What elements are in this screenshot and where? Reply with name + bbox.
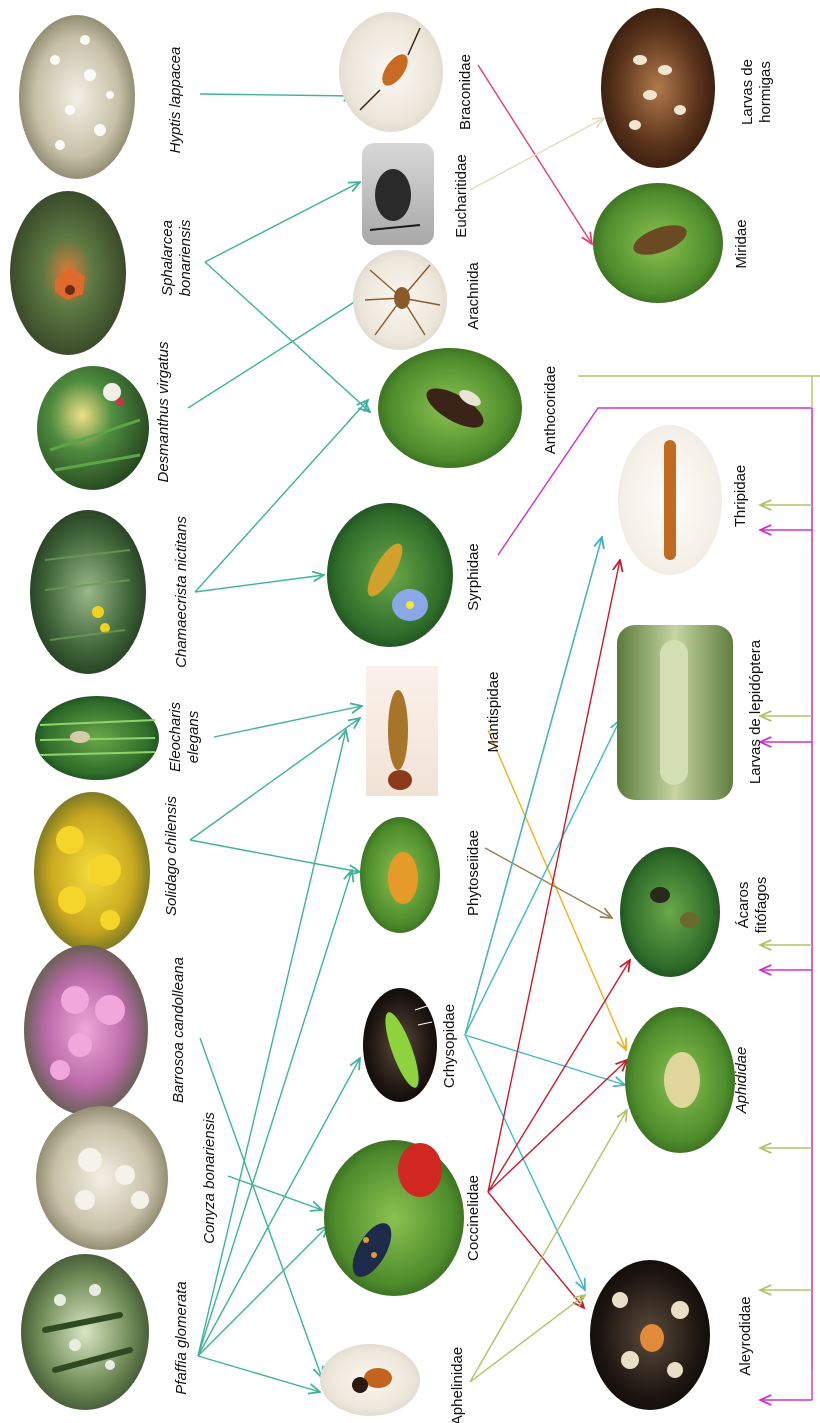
- enemie-label-anthocoridae: Anthocoridae: [542, 366, 559, 454]
- pre-label-lepidoptera: Larvas de lepidóptera: [747, 639, 764, 784]
- link-coccinelidae-to-acaros: [488, 960, 630, 1192]
- link-coccinelidae-to-thripidae: [488, 560, 620, 1192]
- link-pfaffia-to-coccinelidae: [198, 1226, 328, 1356]
- plant-node-desmanthus: [37, 366, 149, 490]
- prey-node-acaros: [620, 847, 720, 977]
- plant-node-barrosoa: [24, 945, 148, 1115]
- pre-label-hormigas: Larvas dehormigas: [739, 59, 774, 125]
- link-desmanthus-to-arachnida: [188, 292, 370, 408]
- prey-node-aleyrodidae: [590, 1260, 710, 1410]
- link-coccinelidae-to-aphididae: [488, 1060, 627, 1192]
- plant-label-eleocharis: Eleochariselegans: [167, 701, 202, 772]
- plant-node-conyza: [36, 1106, 168, 1250]
- enemie-label-chrysopidae: Crhysopidae: [441, 1004, 458, 1088]
- plant-label-sphaeralcea: Sphalarceabonariensis: [159, 219, 194, 296]
- plant-node-eleocharis: [35, 696, 159, 780]
- plant-node-sphaeralcea: [10, 191, 126, 355]
- enemie-label-coccinelidae: Coccinelidae: [465, 1175, 482, 1261]
- enemy-node-chrysopidae: [363, 988, 437, 1102]
- enemie-label-arachnida: Arachnida: [465, 262, 482, 330]
- enemie-label-mantispidae: Mantispidae: [485, 672, 502, 753]
- plant-node-solidago: [34, 792, 150, 952]
- enemie-label-eucharitidae: Eucharitidae: [453, 154, 470, 237]
- enemy-node-arachnida: [353, 250, 447, 350]
- link-sphaeralcea-to-anthocoridae: [205, 262, 370, 412]
- mite-photo: [620, 847, 720, 977]
- link-hyptis-to-braconidae: [200, 94, 355, 96]
- pre-label-miridae: Miridae: [733, 219, 750, 268]
- link-pfaffia-to-aphelinidae: [198, 1356, 320, 1392]
- prey-node-lepidoptera: [617, 625, 733, 800]
- enemy-node-anthocoridae: [378, 348, 522, 468]
- link-mantispidae-to-aphididae: [488, 730, 626, 1050]
- plant-label-solidago: Solidago chilensis: [163, 795, 180, 916]
- plant-label-desmanthus: Desmanthus virgatus: [155, 341, 172, 482]
- plant-node-hyptis: [19, 15, 135, 179]
- plant-label-pfaffia: Pfaffia glomerata: [173, 1281, 190, 1394]
- flower-photo: [24, 945, 148, 1115]
- enemy-node-phytoseiidae: [360, 817, 440, 933]
- link-sphaeralcea-to-eucharitidae: [205, 182, 360, 262]
- enemy-node-braconidae: [339, 12, 443, 132]
- ladybird-photo: [324, 1140, 464, 1296]
- link-chrysopidae-to-thripidae: [465, 537, 602, 1035]
- enemy-node-aphelinidae: [320, 1344, 420, 1416]
- plant-label-hyptis: Hyptis lappacea: [167, 47, 184, 154]
- enemy-node-eucharitidae: [362, 143, 434, 245]
- link-conyza-to-coccinelidae: [228, 1176, 322, 1210]
- link-chrysopidae-to-lepidoptera: [465, 720, 620, 1035]
- plant-node-chamaecrista: [30, 510, 146, 674]
- link-chrysopidae-to-aleyrodidae: [465, 1035, 585, 1290]
- pre-label-thripidae: Thripidae: [732, 465, 749, 528]
- plant-label-conyza: Conyza bonariensis: [201, 1112, 218, 1244]
- flower-photo: [19, 15, 135, 179]
- link-phytoseiidae-to-acaros: [485, 848, 612, 918]
- link-chamaecrista-to-syrphidae: [195, 575, 324, 592]
- prey-node-hormigas: [601, 8, 715, 168]
- link-chrysopidae-to-aphididae: [465, 1035, 625, 1085]
- plant-node-pfaffia: [21, 1254, 149, 1410]
- enemie-label-syrphidae: Syrphidae: [465, 543, 482, 611]
- enemy-node-syrphidae: [327, 503, 453, 647]
- link-aphelinidae-to-aleyrodidae: [470, 1295, 585, 1382]
- ant-larvae-photo: [601, 8, 715, 168]
- link-solidago-to-phytoseiidae: [190, 840, 360, 872]
- pre-label-acaros: Ácarosfitófagos: [735, 877, 770, 934]
- flower-photo: [30, 510, 146, 674]
- pre-label-aleyrodidae: Aleyrodidae: [737, 1296, 754, 1375]
- enemy-node-mantispidae: [366, 666, 438, 796]
- pre-label-aphididae: Aphididae: [733, 1047, 750, 1115]
- link-pfaffia-to-mantispidae: [198, 730, 346, 1356]
- enemy-node-coccinelidae: [324, 1140, 464, 1296]
- plant-label-barrosoa: Barrosoa candolleana: [170, 957, 187, 1103]
- link-pfaffia-to-phytoseiidae: [198, 870, 352, 1356]
- enemie-label-aphelinidae: Aphelinidae: [449, 1347, 466, 1423]
- prey-node-aphididae: [625, 1007, 735, 1153]
- plant-label-chamaecrista: Chamaecrista nictitans: [173, 516, 190, 668]
- prey-node-miridae: [593, 183, 723, 303]
- flower-photo: [36, 1106, 168, 1250]
- flower-photo: [37, 366, 149, 490]
- link-eucharitidae-to-hormigas: [470, 118, 604, 190]
- flower-photo: [21, 1254, 149, 1410]
- prey-node-thripidae: [618, 425, 722, 575]
- enemie-label-phytoseiidae: Phytoseiidae: [465, 830, 482, 916]
- enemie-label-braconidae: Braconidae: [457, 54, 474, 130]
